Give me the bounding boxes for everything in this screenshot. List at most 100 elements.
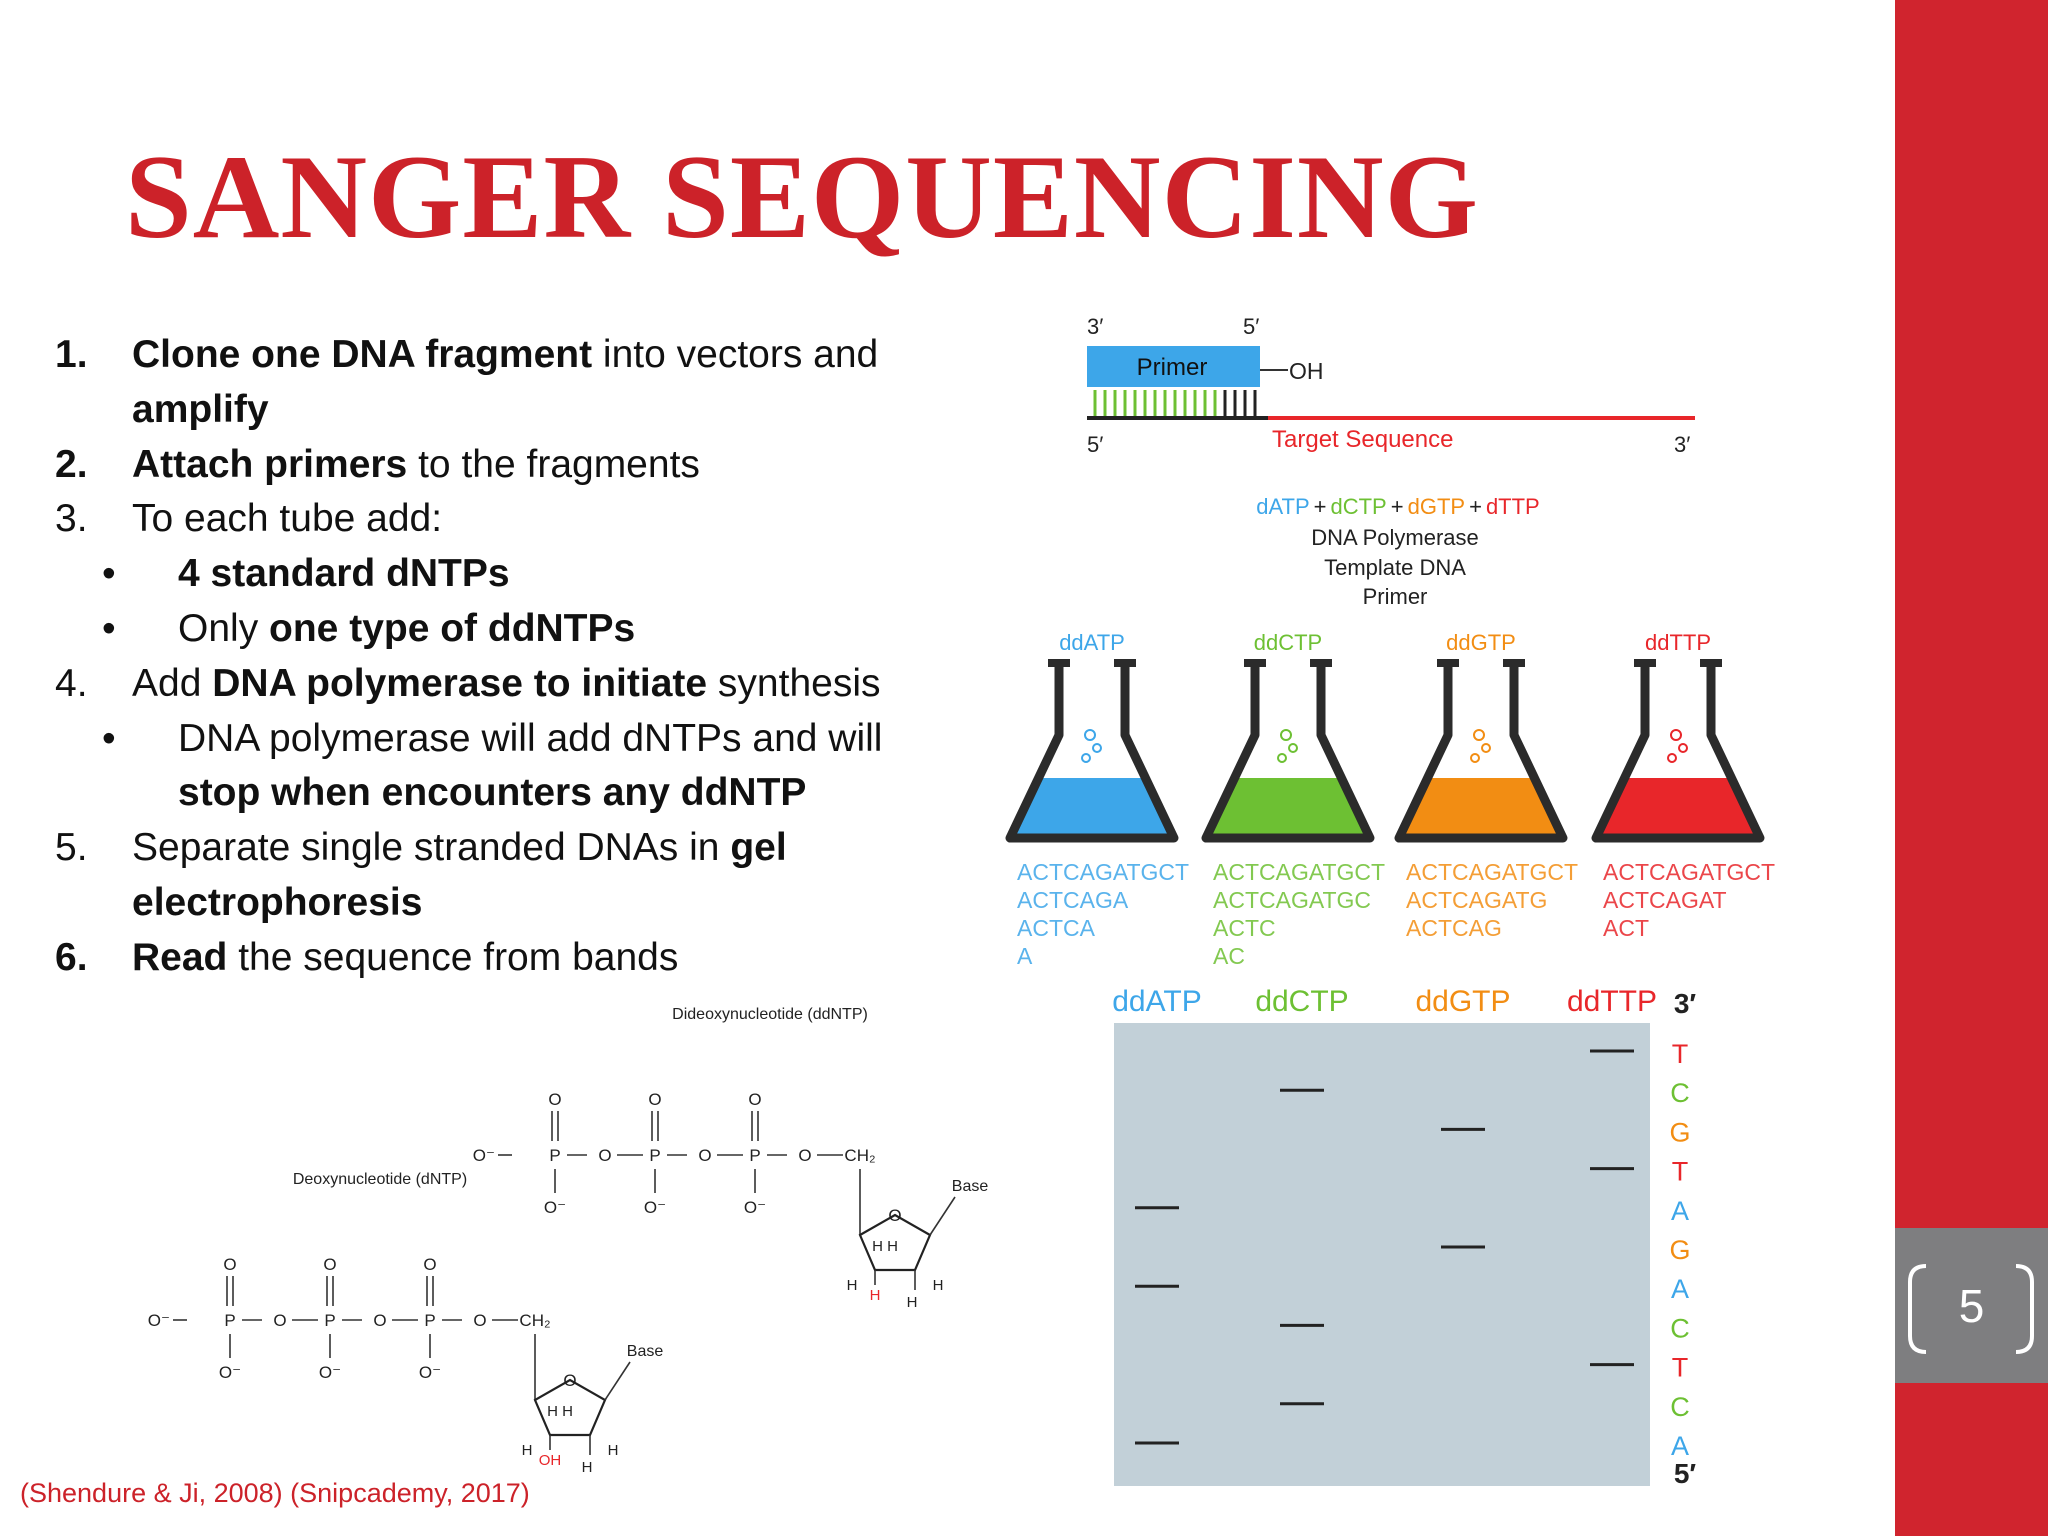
atom-label: O [748,1090,761,1109]
atom-label: O [273,1311,286,1330]
atom-label: P [324,1311,335,1330]
atom-label: OH [539,1452,562,1469]
read-base: C [1670,1078,1690,1108]
step-item: 3. To each tube add: [55,492,955,547]
gel-lane-label: ddGTP [1415,985,1510,1018]
atom-label: H [608,1442,619,1459]
atom-label: H [582,1459,593,1476]
step-item: 4.Add DNA polymerase to initiate synthes… [55,657,955,712]
primer-bottom-5-label: 5′ [1087,432,1103,457]
gel-lane-label: ddCTP [1255,985,1348,1018]
ribose-ring [858,1213,932,1272]
atom-label: H H [547,1403,573,1420]
atom-label: CH₂ [844,1146,875,1165]
step-number: 3. [55,497,88,541]
step-text: Clone one DNA fragment into vectors and [132,328,955,383]
step-text-regular: Separate single stranded DNAs in [132,826,731,870]
primer-top-5-label: 5′ [1243,314,1259,339]
step-text-bold: one type of ddNTPs [269,606,636,650]
read-base: C [1670,1392,1690,1422]
bubble [1481,743,1491,753]
step-item: electrophoresis [55,876,955,931]
atom-label: O [423,1255,436,1274]
citation: (Shendure & Ji, 2008) (Snipcademy, 2017) [20,1478,530,1508]
reagent-polymerase: DNA Polymerase [1311,525,1479,550]
step-number: 1. [55,333,88,376]
atom-label: CH₂ [519,1311,550,1330]
flask-label: ddGTP [1446,630,1516,655]
step-text-bold: Attach primers [132,442,408,486]
reagents: dATP+dCTP+dGTP+dTTP DNA Polymerase Templ… [1256,494,1539,609]
plus-sign: + [1391,494,1404,519]
reagent-dttp: dTTP [1486,494,1540,519]
step-text-bold: stop when encounters any ddNTP [178,771,807,815]
step-text-regular: Only [178,606,270,650]
step-text-bold: Read [132,935,228,979]
bubble [1670,729,1682,741]
gel-lane-label: ddTTP [1567,985,1657,1018]
read-base: A [1671,1274,1689,1304]
step-text-bold: electrophoresis [132,880,423,924]
atom-label: O [323,1255,336,1274]
fragment-sequence: ACTCAGAT [1603,887,1727,913]
primer-label: Primer [1137,354,1208,381]
gel-5-prime-label: 5′ [1674,1458,1697,1489]
reagent-primer: Primer [1363,584,1428,609]
flask-label: ddATP [1059,630,1125,655]
atom-label: H [847,1277,858,1294]
fragment-sequence: ACTCA [1017,915,1096,941]
bond [929,1196,956,1236]
step-number: 6. [55,935,88,979]
read-base: T [1672,1353,1689,1383]
atom-label: O⁻ [744,1198,766,1217]
step-number: 4. [55,661,88,705]
steps-list: 1. Clone one DNA fragment into vectors an… [55,328,955,986]
base-pair-ticks [1093,390,1257,416]
atom-label: O [373,1311,386,1330]
atom-label: H [870,1287,881,1304]
step-text: To each tube add: [132,492,955,547]
step-text-regular: DNA polymerase will add dNTPs and will [178,716,883,760]
read-base: G [1669,1235,1690,1265]
atom-label: O [598,1146,611,1165]
step-number: 5. [55,826,88,870]
step-item: •4 standard dNTPs [55,547,955,602]
fragment-sequence: ACTCAGATG [1406,887,1547,913]
primer-top-3-label: 3′ [1087,314,1103,339]
reagent-dctp: dCTP [1331,494,1387,519]
atom-label: O⁻ [544,1198,566,1217]
flasks: ddATPACTCAGATGCTACTCAGAACTCAAddCTPACTCAG… [1005,630,1775,969]
fragment-sequence: ACT [1603,915,1649,941]
atom-label: O [798,1146,811,1165]
flask-liquid [1399,778,1563,838]
read-base: A [1671,1431,1689,1461]
step-text-bold: 4 standard dNTPs [178,552,510,596]
molecule-title: Deoxynucleotide (dNTP) [293,1171,467,1188]
atom-label: Base [952,1178,989,1195]
flask-outline [1394,665,1568,843]
flask-label: ddCTP [1254,630,1322,655]
step-item: stop when encounters any ddNTP [55,766,955,821]
step-text-regular: synthesis [707,661,881,705]
step-text-bold: Clone one DNA fragment [132,333,593,376]
atom-label: O [473,1311,486,1330]
fragment-sequence: ACTCAGATGC [1213,887,1371,913]
read-base: A [1671,1196,1689,1226]
read-base: C [1670,1313,1690,1343]
step-text: DNA polymerase will add dNTPs and will [178,712,955,767]
atom-label: P [549,1146,560,1165]
step-item: •DNA polymerase will add dNTPs and will [55,712,955,767]
primer-diagram: 3′ 5′ Primer OH 5′ Target Sequence 3′ [1087,314,1695,457]
atom-label: H [907,1294,918,1311]
gel-lane-label: ddATP [1112,985,1202,1018]
bubble [1084,729,1096,741]
step-item: amplify [55,383,955,438]
fragment-sequence: A [1017,943,1033,969]
step-text: 4 standard dNTPs [178,547,955,602]
step-text-regular: the sequence from bands [227,935,679,979]
